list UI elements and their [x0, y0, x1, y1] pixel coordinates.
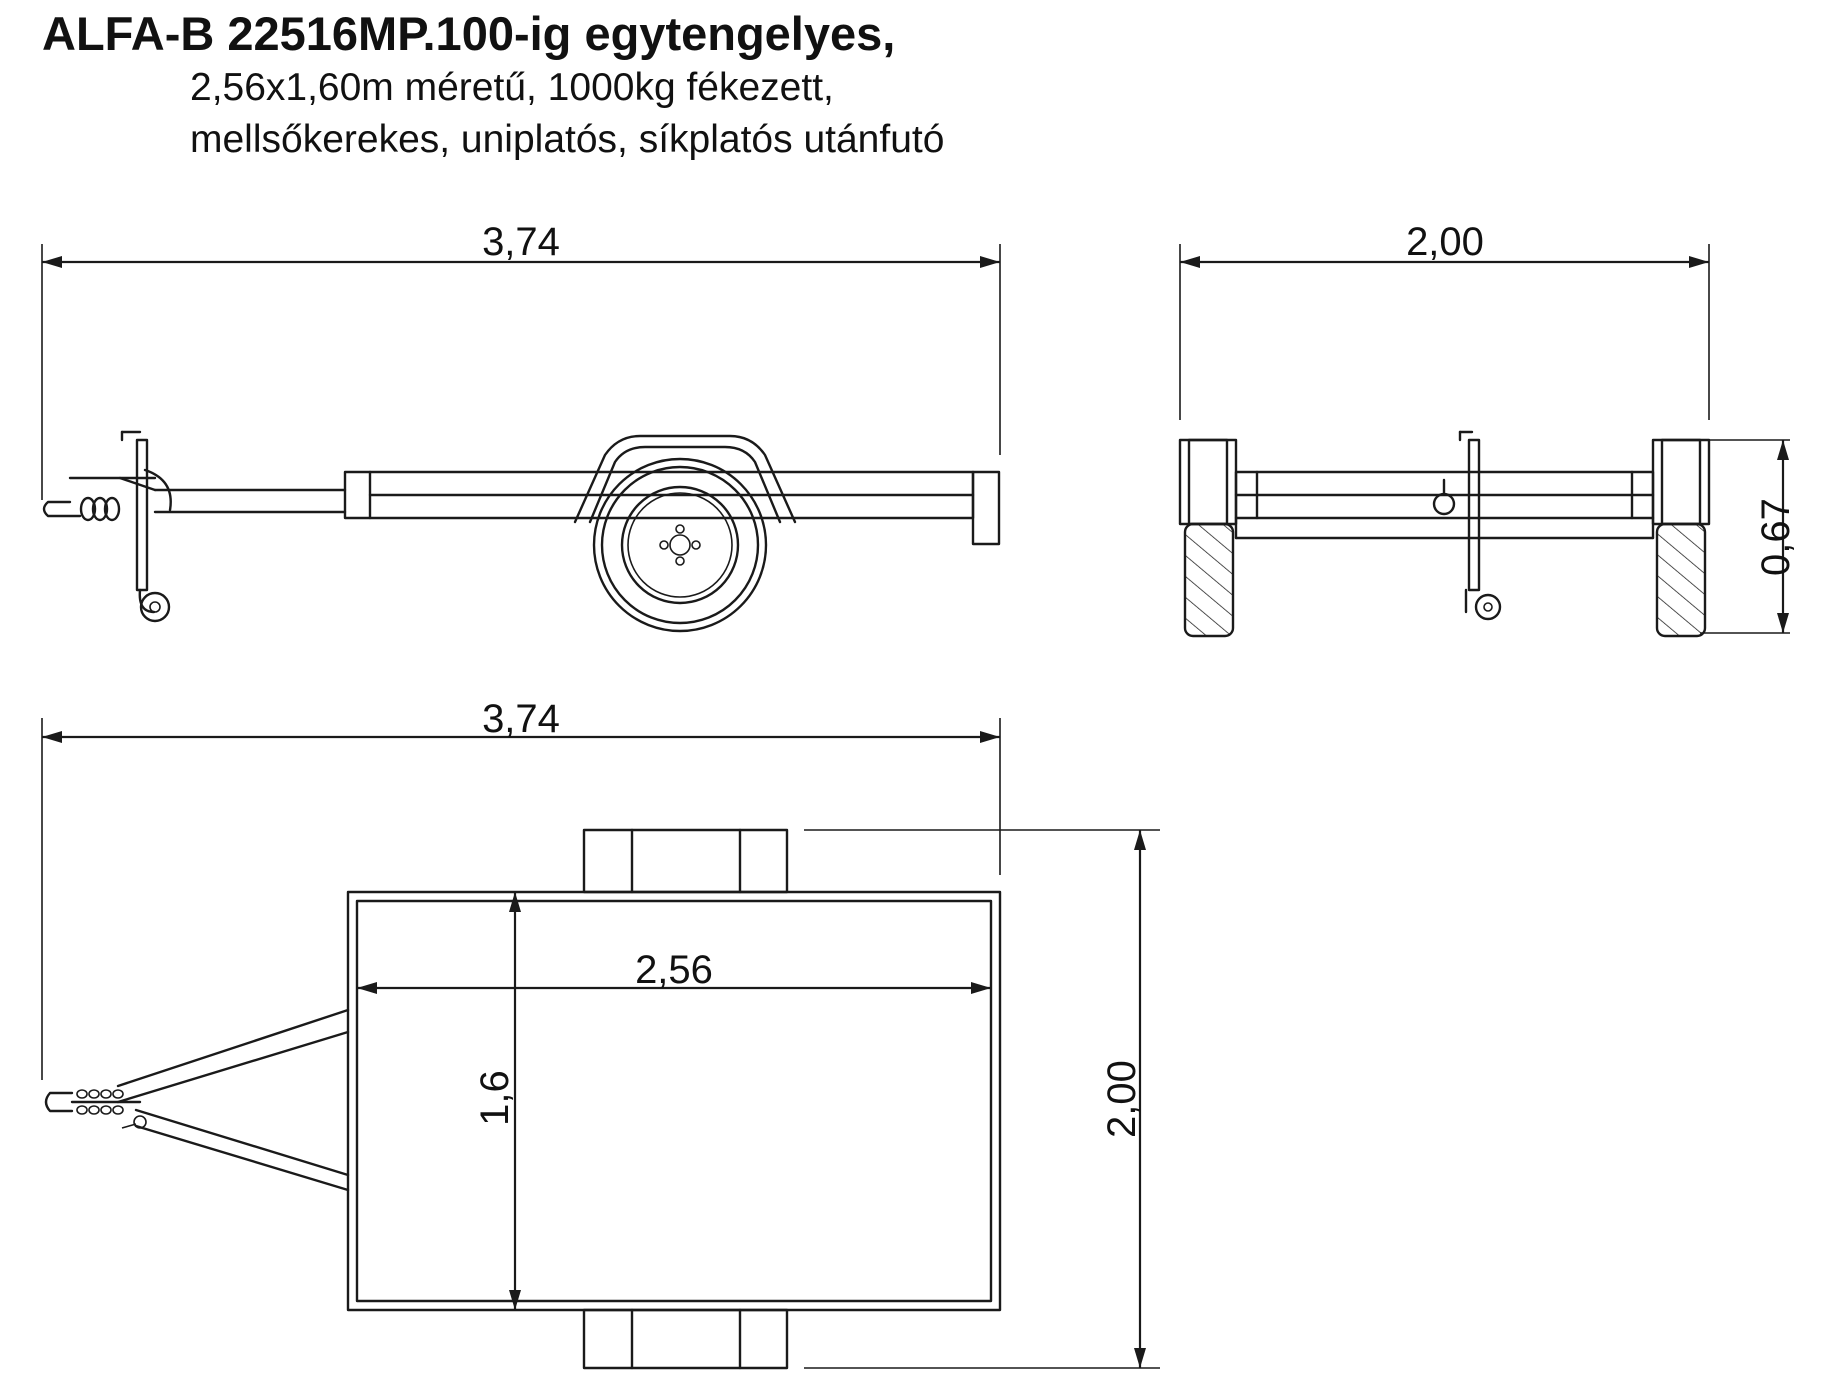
- rear-height-dimension: 0,67: [1700, 439, 1798, 634]
- rear-width-label: 2,00: [1406, 220, 1484, 264]
- top-view: 3,74: [41, 697, 1160, 1370]
- top-coupling: [44, 1089, 147, 1129]
- top-upper-fender: [582, 828, 789, 894]
- rear-height-label: 0,67: [1754, 498, 1798, 576]
- side-wheel: [592, 457, 768, 633]
- side-jockey-wheel: [120, 430, 172, 623]
- top-width-dimension: 2,00: [804, 829, 1160, 1369]
- side-coupling-head: [42, 500, 82, 518]
- top-bed-length-label: 2,56: [635, 948, 713, 992]
- side-length-dimension: 3,74: [41, 220, 1001, 500]
- rear-left-tyre: [1183, 522, 1235, 638]
- rear-jockey-wheel: [1432, 430, 1502, 621]
- top-bed-inner: [355, 899, 993, 1303]
- top-length-dimension: 3,74: [41, 697, 1001, 1080]
- top-width-label: 2,00: [1100, 1060, 1144, 1138]
- top-lower-fender: [582, 1308, 789, 1370]
- top-length-label: 3,74: [482, 697, 560, 741]
- top-bed-width-label: 1,6: [473, 1070, 517, 1126]
- drawing-title: ALFA-B 22516MP.100-ig egytengelyes,: [42, 7, 895, 60]
- rear-right-tyre: [1655, 522, 1707, 638]
- side-length-label: 3,74: [482, 220, 560, 264]
- side-view: 3,74: [41, 220, 1001, 633]
- subtitle-line-1: 2,56x1,60m méretű, 1000kg fékezett,: [190, 66, 834, 109]
- top-bed-length-dimension: 2,56: [357, 948, 991, 994]
- side-fender: [573, 434, 797, 524]
- rear-width-dimension: 2,00: [1179, 220, 1710, 420]
- top-bed-outer: [346, 890, 1002, 1312]
- top-bed-width-dimension: 1,6: [473, 892, 521, 1310]
- rear-view: 2,00 0,67: [1178, 220, 1798, 638]
- subtitle-line-2: mellsőkerekes, uniplatós, síkplatós után…: [190, 118, 944, 161]
